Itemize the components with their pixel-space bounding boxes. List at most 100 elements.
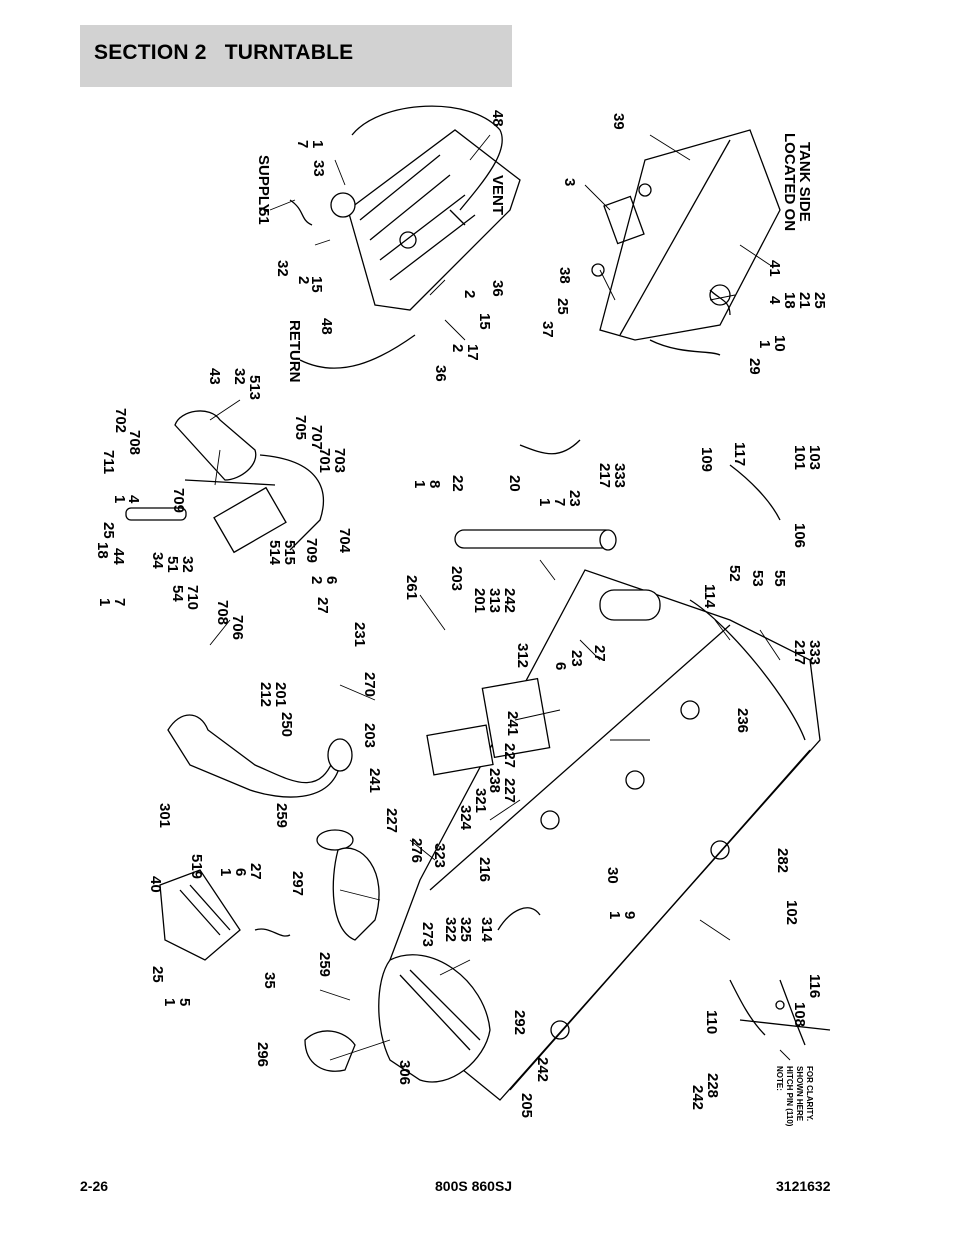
callout-39: 39 [610,113,627,130]
callout-43: 43 [206,368,223,385]
callout-18b: 18 [94,542,111,559]
section-title: SECTION 2 TURNTABLE [94,41,354,64]
callout-259: 259 [273,803,290,828]
callout-701: 701 [316,448,333,473]
callout-227c: 227 [501,778,518,803]
page-number: 2-26 [80,1178,109,1194]
callout-25d: 25 [149,966,166,983]
callout-34: 34 [149,552,166,569]
callout-30: 30 [604,867,621,884]
callout-322: 322 [442,917,459,942]
callout-1i: 1 [161,998,178,1006]
callout-710: 710 [184,585,201,610]
model-number: 800S 860SJ [435,1178,513,1194]
callout-23b: 23 [568,650,585,667]
callout-55: 55 [771,570,788,587]
callout-203b: 203 [361,723,378,748]
callout-241: 241 [504,711,521,736]
callout-labels: 48 1 7 33 SUPPLY 51 32 2 15 VENT 36 2 15… [94,110,828,1127]
callout-227b: 227 [383,808,400,833]
callout-217: 217 [596,463,613,488]
callout-4: 4 [766,296,783,305]
callout-tank-side: TANK SIDE [796,142,813,222]
callout-10: 10 [771,335,788,352]
callout-5: 5 [176,998,193,1006]
callout-27: 27 [314,597,331,614]
callout-located-on: LOCATED ON [781,133,798,231]
callout-1h: 1 [606,911,623,919]
callout-301: 301 [156,803,173,828]
document-number: 3121632 [776,1178,831,1194]
callout-704: 704 [336,528,353,554]
callout-53: 53 [749,570,766,587]
callout-1e: 1 [411,480,428,488]
hitch-pin-chain-drawing [729,979,831,1046]
callout-708: 708 [126,430,143,455]
callout-1: 1 [309,140,326,148]
callout-519: 519 [188,854,205,879]
callout-313: 313 [486,588,503,613]
note-line-3: SHOWN HERE [795,1066,804,1122]
callout-1c: 1 [111,495,128,503]
callout-114: 114 [701,584,718,609]
callout-32b: 32 [231,368,248,385]
callout-1d: 1 [96,598,113,606]
callout-48: 48 [489,110,506,127]
callout-2: 2 [295,276,312,284]
callout-703: 703 [331,448,348,473]
callout-7b: 7 [111,598,128,606]
callout-6b: 6 [552,662,569,670]
note-line-4: FOR CLARITY. [805,1066,814,1121]
callout-325: 325 [457,917,474,942]
callout-323: 323 [431,843,448,868]
callout-48b: 48 [318,318,335,335]
callout-205: 205 [518,1093,535,1118]
callout-51: 51 [255,208,272,225]
callout-33: 33 [310,160,327,177]
callout-324: 324 [457,805,474,831]
callout-102: 102 [783,900,800,925]
callout-25c: 25 [100,522,117,539]
callout-15b: 15 [476,313,493,330]
callout-3: 3 [561,178,578,186]
note-line-2: HITCH PIN (110) [785,1066,794,1127]
callout-109: 109 [698,447,715,472]
callout-1f: 1 [536,498,553,506]
callout-117: 117 [731,442,748,466]
control-module-drawing [159,869,291,961]
callout-242: 242 [501,588,518,613]
leader-lines [209,134,791,1061]
callout-29: 29 [746,358,763,375]
callout-25: 25 [554,298,571,315]
callout-242c: 242 [689,1085,706,1110]
callout-270: 270 [361,672,378,697]
callout-15: 15 [308,276,325,293]
section-header: SECTION 2 TURNTABLE [80,25,512,87]
battery-box-drawing [591,129,781,356]
callout-106: 106 [791,523,808,548]
callout-44: 44 [110,548,127,565]
callout-1b: 1 [756,340,773,348]
callout-216: 216 [476,857,493,882]
callout-21: 21 [796,292,813,309]
callout-return: RETURN [286,320,303,383]
callout-238: 238 [486,768,503,793]
callout-9: 9 [621,911,638,919]
fuel-pump-assembly-drawing [125,410,324,554]
callout-306: 306 [396,1060,413,1085]
callout-38: 38 [556,267,573,284]
callout-36b: 36 [432,365,449,382]
callout-27b: 27 [591,645,608,662]
callout-2d: 2 [308,576,325,584]
callout-241b: 241 [366,768,383,793]
callout-515: 515 [281,540,298,565]
callout-54: 54 [169,585,186,602]
callout-242b: 242 [534,1057,551,1082]
callout-2c: 2 [449,344,466,352]
note-line-1: NOTE: [775,1066,784,1091]
callout-702: 702 [112,408,129,433]
callout-7: 7 [294,140,311,148]
callout-36: 36 [489,280,506,297]
callout-707: 707 [308,425,325,450]
callout-108: 108 [791,1002,808,1027]
